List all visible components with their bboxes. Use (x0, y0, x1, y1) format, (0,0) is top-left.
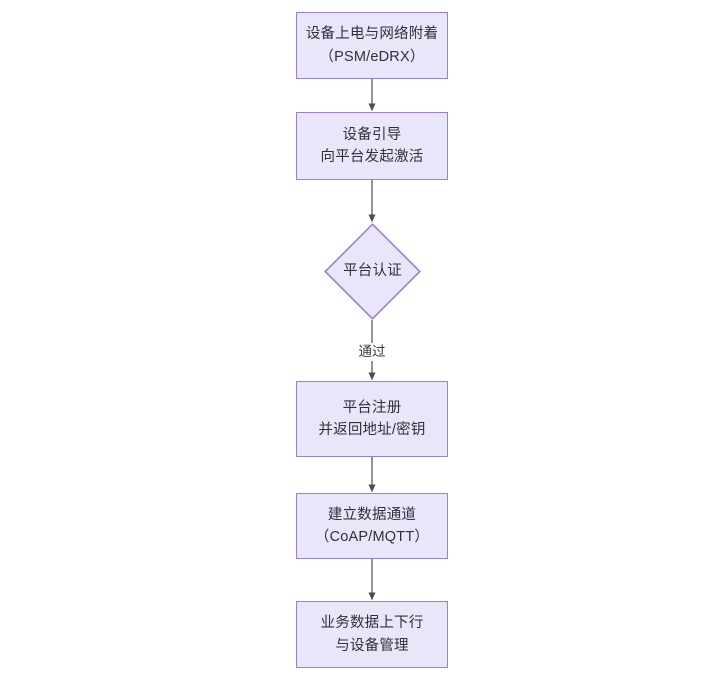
node-business-data[interactable]: 业务数据上下行 与设备管理 (296, 601, 448, 668)
node-platform-register-line-2: 并返回地址/密钥 (318, 422, 426, 438)
node-data-channel-line-2: （CoAP/MQTT） (314, 529, 430, 545)
node-platform-register[interactable]: 平台注册 并返回地址/密钥 (296, 381, 448, 457)
node-bootstrap-line-1: 设备引导 (342, 126, 402, 143)
node-power-on[interactable]: 设备上电与网络附着 （PSM/eDRX） (296, 12, 448, 79)
node-business-data-line-2: 与设备管理 (335, 637, 409, 654)
node-platform-auth[interactable]: 平台认证 (324, 223, 421, 320)
edge-label-pass: 通过 (355, 342, 389, 362)
node-business-data-line-1: 业务数据上下行 (320, 615, 424, 632)
node-bootstrap-line-2: 向平台发起激活 (320, 149, 424, 165)
diamond-shape (324, 223, 421, 320)
node-power-on-line-1: 设备上电与网络附着 (305, 26, 439, 43)
node-power-on-line-2: （PSM/eDRX） (319, 48, 425, 65)
node-bootstrap[interactable]: 设备引导 向平台发起激活 (296, 112, 448, 180)
node-platform-auth-label: 平台认证 (343, 262, 402, 279)
node-data-channel-line-1: 建立数据通道 (327, 506, 417, 523)
node-platform-register-line-1: 平台注册 (342, 399, 402, 416)
node-data-channel[interactable]: 建立数据通道 （CoAP/MQTT） (296, 493, 448, 559)
